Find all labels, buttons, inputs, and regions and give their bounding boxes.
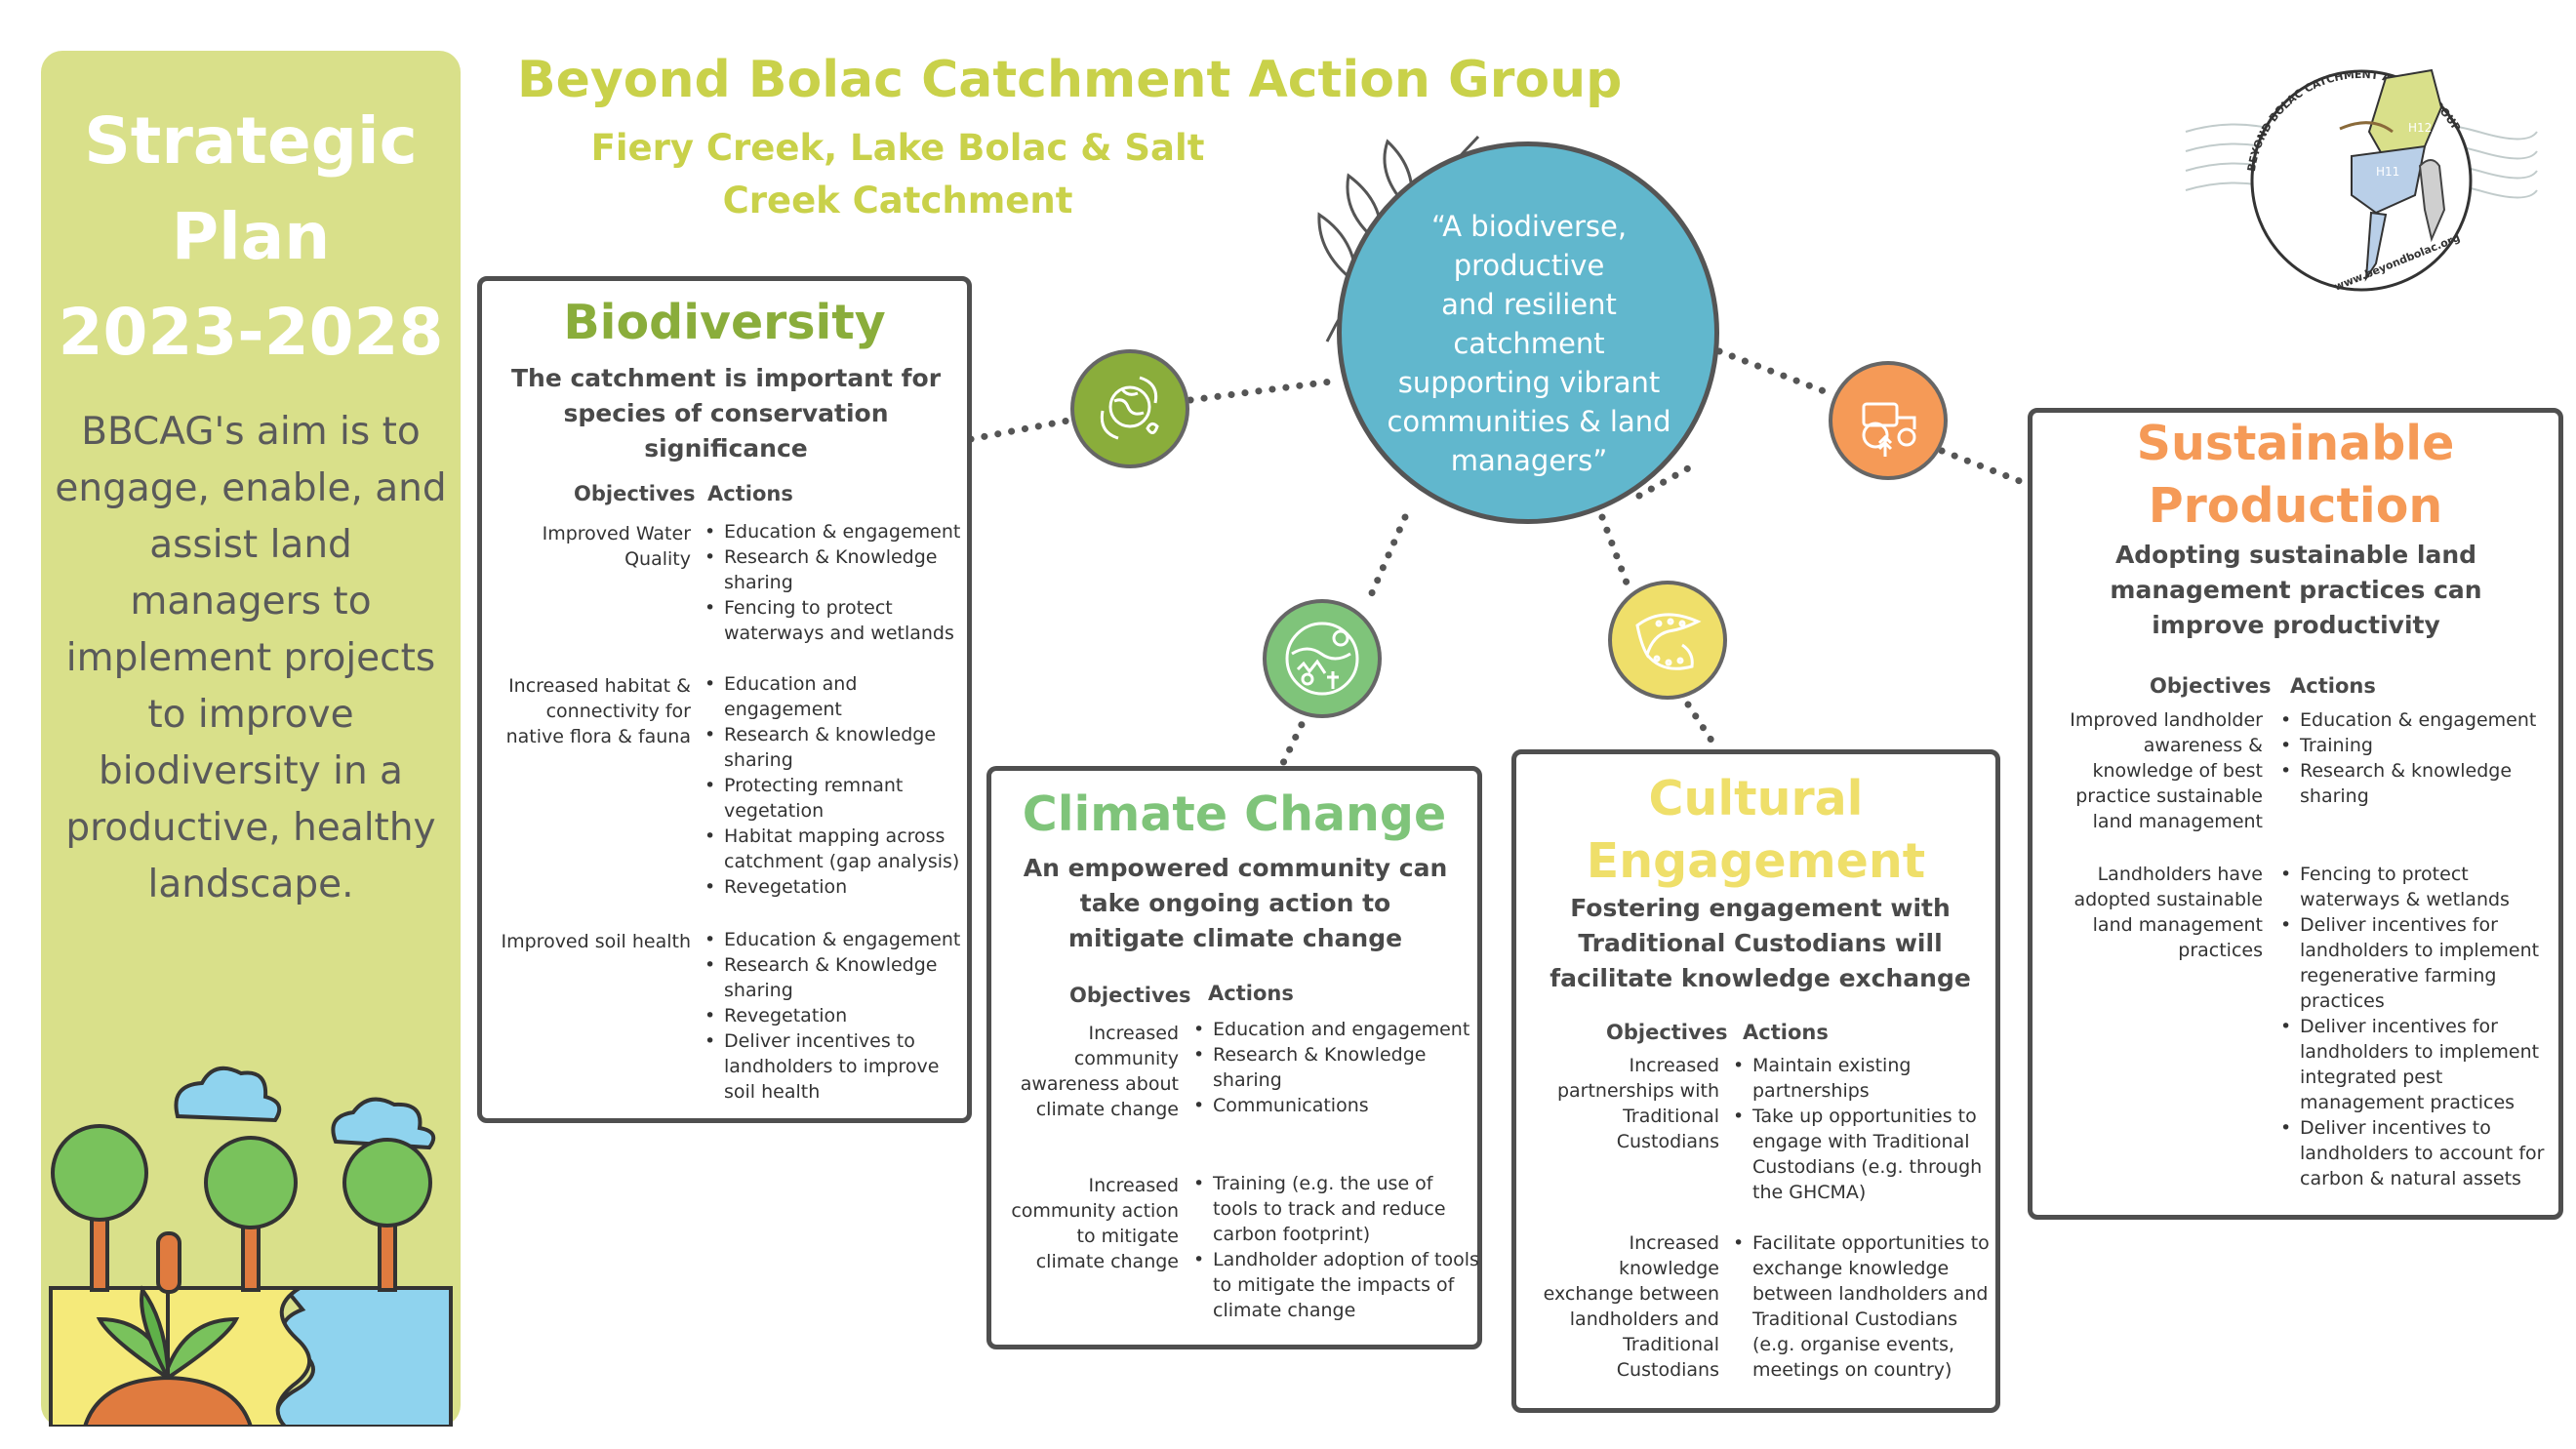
cultural-actions-header: Actions xyxy=(1743,1021,1829,1044)
cultural-description: Fostering engagement with Traditional Cu… xyxy=(1550,894,1971,992)
action-item: Landholder adoption of tools to mitigate… xyxy=(1191,1247,1479,1323)
action-item: Education & engagement xyxy=(703,519,964,544)
action-item: Facilitate opportunities to exchange kno… xyxy=(1731,1230,2004,1383)
left-panel: Strategic Plan 2023-2028 BBCAG's aim is … xyxy=(41,51,461,1427)
action-item: Education and engagement xyxy=(1191,1017,1479,1042)
sustainable-production-card: Sustainable Production Adopting sustaina… xyxy=(2028,408,2563,1220)
action-item: Deliver incentives for landholders to im… xyxy=(2278,1014,2561,1115)
action-item: Take up opportunities to engage with Tra… xyxy=(1731,1104,2004,1205)
sustainable-title: Sustainable Production xyxy=(2136,416,2455,534)
action-item: Habitat mapping across catchment (gap an… xyxy=(703,824,964,874)
action-item: Education and engagement xyxy=(703,671,964,722)
action-item: Fencing to protect waterways and wetland… xyxy=(703,595,964,646)
logo-region-h12: H12 xyxy=(2408,121,2432,135)
sustainable-objectives-header: Objectives xyxy=(2150,674,2272,698)
climate-description: An empowered community can take ongoing … xyxy=(1023,854,1448,952)
tractor-wheat-icon xyxy=(1829,361,1948,480)
sustainable-actions-header: Actions xyxy=(2290,674,2376,698)
action-item: Deliver incentives for landholders to im… xyxy=(2278,912,2561,1014)
biodiversity-actions-1: Education & engagement Research & Knowle… xyxy=(703,519,964,646)
sustainable-objective-2: Landholders have adopted sustainable lan… xyxy=(2073,864,2263,961)
vision-statement: “A biodiverse, productive and resilient … xyxy=(1387,210,1671,477)
biodiversity-objective-2: Increased habitat & connectivity for nat… xyxy=(505,675,691,747)
bbcag-logo: BEYOND BOLAC CATCHMENT ACTION GROUP H12 … xyxy=(2185,68,2538,293)
action-item: Education & engagement xyxy=(703,927,964,952)
action-item: Deliver incentives to landholders to acc… xyxy=(2278,1115,2561,1191)
climate-actions-header: Actions xyxy=(1208,982,1294,1005)
cultural-actions-2: Facilitate opportunities to exchange kno… xyxy=(1731,1230,2004,1383)
sustainable-objective-1: Improved landholder awareness & knowledg… xyxy=(2070,709,2263,832)
climate-objective-2: Increased community action to mitigate c… xyxy=(1011,1175,1179,1272)
logo-region-h11: H11 xyxy=(2376,165,2399,179)
action-item: Protecting remnant vegetation xyxy=(703,773,964,824)
biodiversity-card: Biodiversity The catchment is important … xyxy=(477,276,972,1123)
cultural-objective-1: Increased partnerships with Traditional … xyxy=(1556,1055,1719,1152)
cultural-actions-1: Maintain existing partnerships Take up o… xyxy=(1731,1053,2004,1205)
biodiversity-title: Biodiversity xyxy=(563,295,886,350)
climate-actions-1: Education and engagement Research & Know… xyxy=(1191,1017,1479,1118)
climate-sun-wind-icon xyxy=(1263,599,1382,718)
climate-change-card: Climate Change An empowered community ca… xyxy=(986,766,1482,1349)
biodiversity-actions-header: Actions xyxy=(707,482,793,505)
group-title: Beyond Bolac Catchment Action Group xyxy=(517,51,1623,109)
group-subtitle: Fiery Creek, Lake Bolac & Salt Creek Cat… xyxy=(590,127,1205,221)
globe-leaf-icon xyxy=(1070,349,1189,468)
cultural-objectives-header: Objectives xyxy=(1606,1021,1728,1044)
sustainable-actions-1: Education & engagement Training Research… xyxy=(2278,707,2561,809)
action-item: Deliver incentives to landholders to imp… xyxy=(703,1028,964,1105)
biodiversity-objective-3: Improved soil health xyxy=(501,931,692,952)
aim-statement: BBCAG's aim is to engage, enable, and as… xyxy=(55,410,447,906)
sustainable-actions-2: Fencing to protect waterways & wetlands … xyxy=(2278,862,2561,1191)
climate-actions-2: Training (e.g. the use of tools to track… xyxy=(1191,1171,1479,1323)
action-item: Maintain existing partnerships xyxy=(1731,1053,2004,1104)
boomerang-art-icon xyxy=(1608,581,1727,700)
cultural-objective-2: Increased knowledge exchange between lan… xyxy=(1543,1232,1719,1381)
action-item: Research & Knowledge sharing xyxy=(703,544,964,595)
action-item: Training xyxy=(2278,733,2561,758)
biodiversity-objectives-header: Objectives xyxy=(574,482,696,505)
biodiversity-actions-3: Education & engagement Research & Knowle… xyxy=(703,927,964,1105)
action-item: Fencing to protect waterways & wetlands xyxy=(2278,862,2561,912)
landscape-illustration xyxy=(49,1066,453,1427)
climate-title: Climate Change xyxy=(1022,786,1447,842)
sustainable-description: Adopting sustainable land management pra… xyxy=(2110,541,2482,639)
action-item: Revegetation xyxy=(703,874,964,900)
biodiversity-objective-1: Improved Water Quality xyxy=(542,523,691,570)
plan-title: Strategic Plan 2023-2028 xyxy=(58,103,444,370)
action-item: Communications xyxy=(1191,1093,1479,1118)
climate-objective-1: Increased community awareness about clim… xyxy=(1020,1023,1179,1120)
action-item: Research & Knowledge sharing xyxy=(703,952,964,1003)
biodiversity-description: The catchment is important for species o… xyxy=(510,364,942,463)
climate-objectives-header: Objectives xyxy=(1069,984,1191,1007)
action-item: Research & Knowledge sharing xyxy=(1191,1042,1479,1093)
action-item: Research & knowledge sharing xyxy=(703,722,964,773)
action-item: Research & knowledge sharing xyxy=(2278,758,2561,809)
cultural-title: Cultural Engagement xyxy=(1586,771,1926,889)
action-item: Revegetation xyxy=(703,1003,964,1028)
biodiversity-actions-2: Education and engagement Research & know… xyxy=(703,671,964,900)
action-item: Education & engagement xyxy=(2278,707,2561,733)
cultural-engagement-card: Cultural Engagement Fostering engagement… xyxy=(1511,749,2000,1413)
action-item: Training (e.g. the use of tools to track… xyxy=(1191,1171,1479,1247)
vision-circle xyxy=(1337,141,1719,524)
